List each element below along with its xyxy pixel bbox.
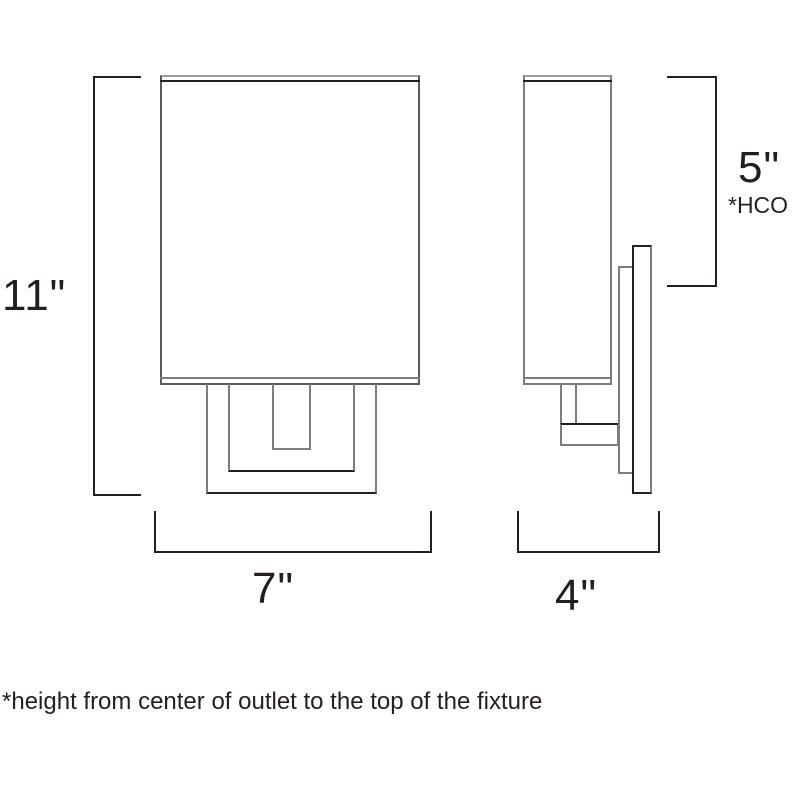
front-shade-bottom-band: [160, 377, 420, 379]
width-dimension-bracket: [154, 511, 432, 553]
front-arm-inner: [272, 384, 311, 450]
front-arm-middle: [228, 384, 355, 472]
side-backplate-front: [618, 266, 633, 474]
front-arm-outer: [206, 384, 377, 494]
side-shade-top-band: [523, 80, 612, 82]
width-dimension-label: 7": [252, 564, 295, 613]
footnote: *height from center of outlet to the top…: [2, 688, 543, 715]
side-shade-bottom-band: [523, 377, 612, 379]
side-backplate-wall: [632, 245, 652, 494]
height-dimension-label: 11": [2, 271, 67, 320]
hco-sublabel: *HCO: [728, 192, 789, 218]
side-arm-vertical: [560, 384, 577, 424]
front-shade-top-band: [160, 80, 420, 82]
hco-dimension-bracket: [667, 76, 717, 287]
depth-dimension-bracket: [517, 511, 660, 553]
side-shade: [523, 75, 612, 385]
depth-dimension-label: 4": [555, 571, 598, 620]
side-arm-horizontal: [560, 423, 619, 446]
hco-dimension-label: 5": [738, 143, 781, 192]
height-dimension-bracket: [93, 76, 141, 496]
front-shade: [160, 75, 420, 385]
